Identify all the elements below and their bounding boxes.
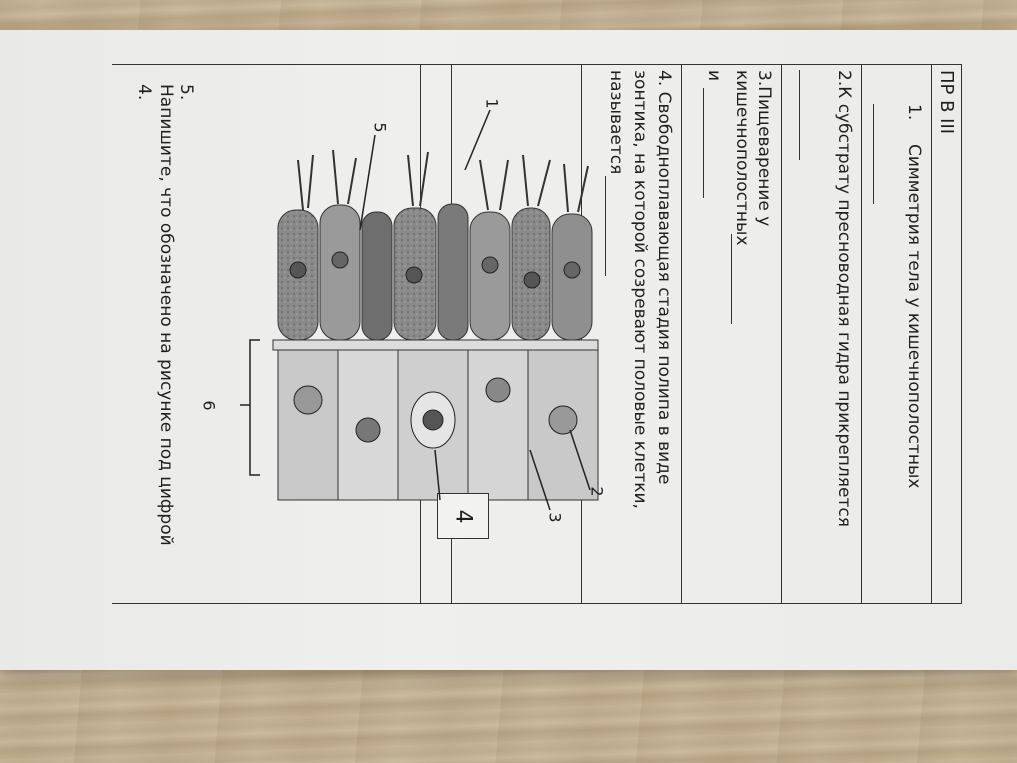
question-6-text: Напишите, что обозначено на рисунке под … <box>156 84 176 546</box>
paper-sheet: ПР В III 1. Симметрия тела у кишечнополо… <box>0 30 1017 670</box>
question-1-row: 1. Симметрия тела у кишечнополостных <box>861 64 932 604</box>
question-4-line-1: 4. Свободноплавающая стадия полипа в вид… <box>654 70 674 485</box>
ectoderm-layer <box>277 149 593 341</box>
header-row: ПР В III <box>931 64 962 604</box>
endoderm-layer <box>277 349 599 501</box>
label-leader-lines <box>240 109 591 511</box>
question-2-row: 2.К субстрату пресноводная гидра прикреп… <box>781 64 862 604</box>
question-5-number: 5. <box>176 84 196 101</box>
figure-label-6: 6 <box>199 400 219 411</box>
question-1-text: Симметрия тела у кишечнополостных <box>904 144 924 489</box>
question-3-answer-line-2 <box>703 88 725 198</box>
question-2-answer-line <box>799 70 821 160</box>
question-3-line-2: кишечнополостных <box>732 70 752 246</box>
worksheet-header: ПР В III <box>936 70 957 135</box>
question-1-answer-line <box>873 104 895 204</box>
question-2-text: 2.К субстрату пресноводная гидра прикреп… <box>834 70 854 527</box>
question-1-number: 1. <box>904 104 924 121</box>
question-3-answer-line-1 <box>731 234 753 324</box>
question-3-line-3: и <box>704 70 724 82</box>
figure-label-4-box: 4 <box>437 493 489 539</box>
question-6-number: 4. <box>134 84 154 101</box>
question-4-line-2: зонтика, на которой созревают половые кл… <box>630 70 650 509</box>
hydra-cells-figure <box>272 149 599 501</box>
question-3-row: 3.Пищеварение у кишечнополостных и <box>681 64 782 604</box>
question-3-line-1: 3.Пищеварение у <box>754 70 774 227</box>
